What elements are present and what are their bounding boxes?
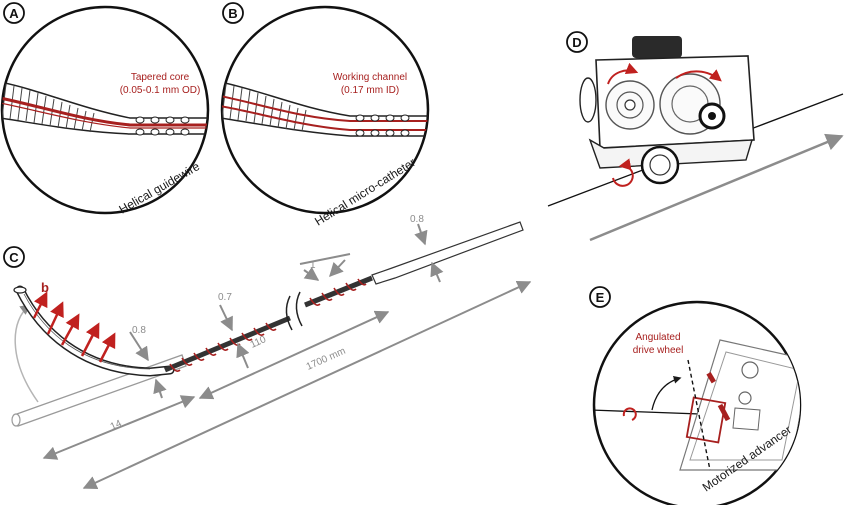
panel-e-callout-line2: drive wheel <box>633 345 684 356</box>
drive-wheel-detail <box>594 339 800 471</box>
panel-a-callout-line2: (0.05-0.1 mm OD) <box>120 85 201 96</box>
panel-a-callout-line1: Tapered core <box>131 72 190 83</box>
dim-tip-length: 14 <box>109 418 124 433</box>
working-channel <box>222 95 428 122</box>
panel-a: A Tapered core (0.05-0.1 mm OD) Helical … <box>0 2 210 217</box>
svg-text:D: D <box>572 35 581 50</box>
panel-a-label-badge: A <box>3 2 25 24</box>
svg-text:E: E <box>596 290 605 305</box>
dim-tip-od: 0.8 <box>132 325 146 336</box>
svg-text:B: B <box>228 6 237 21</box>
advance-direction-arrow <box>589 133 844 242</box>
panel-b-callout-line1: Working channel <box>333 72 407 83</box>
svg-text:A: A <box>9 6 19 21</box>
dim-pitch: 1 <box>310 260 316 271</box>
panel-b-callout-line2: (0.17 mm ID) <box>341 85 399 96</box>
dim-coil-od: 0.7 <box>218 292 232 303</box>
advancer-device <box>579 36 755 187</box>
panel-b: B Working channel (0.17 mm ID) Helical m… <box>220 2 430 229</box>
panel-d-label-badge: D <box>566 31 588 53</box>
svg-text:C: C <box>9 250 19 265</box>
helical-coil-proximal <box>304 275 373 308</box>
panel-d: D <box>547 31 844 242</box>
tapered-core-wire <box>2 96 208 127</box>
guidewire-detail <box>2 81 208 136</box>
microcatheter-detail <box>222 81 428 137</box>
dim-line-14 <box>42 395 196 460</box>
panel-e-label-badge: E <box>589 286 611 308</box>
dim-line-110 <box>198 310 390 400</box>
panel-c: C b <box>3 214 532 490</box>
proximal-shaft <box>371 221 524 285</box>
panel-e-callout-line1: Angulated <box>635 332 680 343</box>
bend-rotation-arc <box>14 304 39 403</box>
panel-a-circle <box>0 5 210 215</box>
dim-line-1700 <box>82 280 532 490</box>
bend-label: b <box>41 280 49 295</box>
panel-c-label-badge: C <box>3 246 25 268</box>
panel-b-label-badge: B <box>222 2 244 24</box>
panel-e: E Angulated drive wheel Motorized advanc… <box>589 286 802 505</box>
helical-coil-body <box>164 315 291 373</box>
panel-b-circle <box>220 5 430 215</box>
dim-shaft-od: 0.8 <box>410 214 424 225</box>
angulated-drive-wheel <box>685 396 727 444</box>
